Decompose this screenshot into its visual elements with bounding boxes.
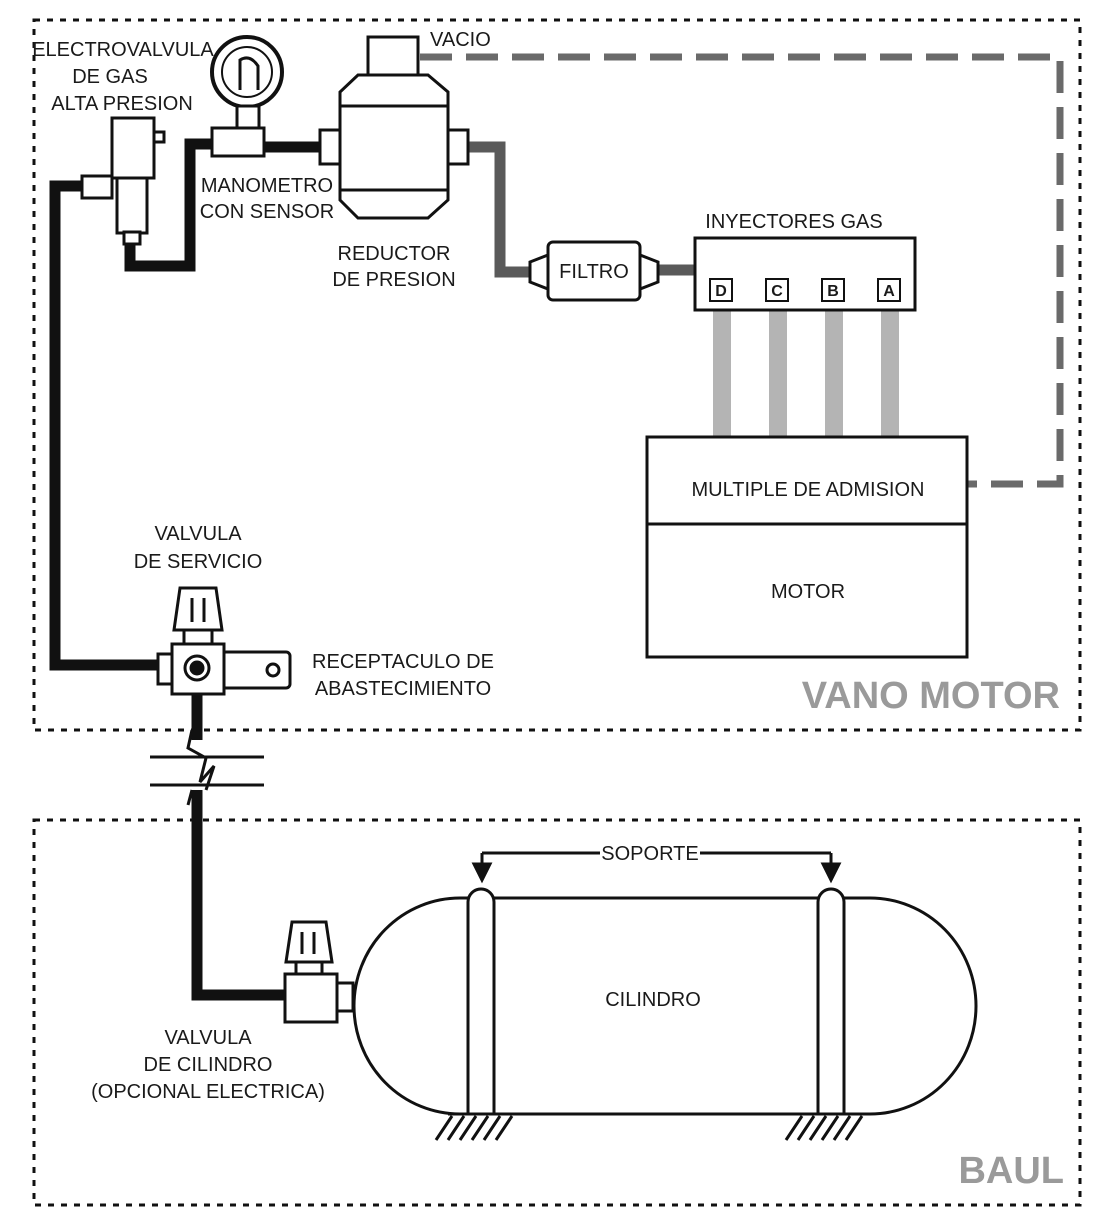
solenoid-label-2: DE GAS [72, 66, 148, 88]
line-break-symbol [150, 729, 264, 806]
engine-block [645, 435, 969, 659]
injector-port-b: B [827, 283, 839, 300]
cylinder-valve-label-2: DE CILINDRO [144, 1054, 273, 1076]
cylinder-valve-icon [283, 920, 355, 1024]
vacuum-line [420, 53, 1064, 488]
high-pressure-line-cylinder [191, 680, 285, 1001]
solenoid-valve-icon [80, 116, 166, 246]
vacuum-label: VACIO [430, 29, 491, 51]
receptacle-label-2: ABASTECIMIENTO [315, 678, 491, 700]
pressure-reducer-icon [318, 35, 470, 220]
injector-port-c: C [771, 283, 783, 300]
filter-label: FILTRO [559, 261, 629, 283]
gauge-label-1: MANOMETRO [201, 175, 333, 197]
solenoid-label-1: ELECTROVALVULA [32, 39, 214, 61]
injectors-label: INYECTORES GAS [705, 211, 882, 233]
trunk-zone-label: BAUL [958, 1150, 1064, 1192]
injector-rail: D C B A [693, 236, 917, 312]
high-pressure-line-main [49, 180, 160, 671]
receptacle-label-1: RECEPTACULO DE [312, 651, 494, 673]
engine-bay-boundary [32, 18, 1082, 732]
cylinder-valve-label-1: VALVULA [164, 1027, 252, 1049]
trunk-boundary [32, 818, 1082, 1207]
injector-port-d: D [715, 283, 727, 300]
engine-bay-zone-label: VANO MOTOR [802, 675, 1060, 717]
cylinder-label: CILINDRO [605, 989, 701, 1011]
service-valve-label-1: VALVULA [154, 523, 242, 545]
reducer-label-1: REDUCTOR [338, 243, 451, 265]
pressure-gauge-icon [210, 35, 284, 158]
solenoid-label-3: ALTA PRESION [51, 93, 193, 115]
engine-label: MOTOR [771, 581, 845, 603]
service-valve-label-2: DE SERVICIO [134, 551, 263, 573]
support-arrow [471, 851, 842, 884]
high-pressure-line-gauge [124, 138, 214, 272]
gauge-label-2: CON SENSOR [200, 201, 334, 223]
ground-hatching [434, 1115, 864, 1141]
injector-lines [713, 310, 899, 438]
reducer-label-2: DE PRESION [332, 269, 455, 291]
low-pressure-line [468, 141, 530, 278]
injector-port-a: A [883, 283, 895, 300]
filter-icon [528, 240, 660, 302]
cylinder-valve-label-3: (OPCIONAL ELECTRICA) [91, 1081, 325, 1103]
support-label: SOPORTE [601, 843, 698, 865]
manifold-label: MULTIPLE DE ADMISION [691, 479, 924, 501]
service-valve-icon [156, 586, 292, 696]
cylinder-supports [448, 887, 862, 1116]
